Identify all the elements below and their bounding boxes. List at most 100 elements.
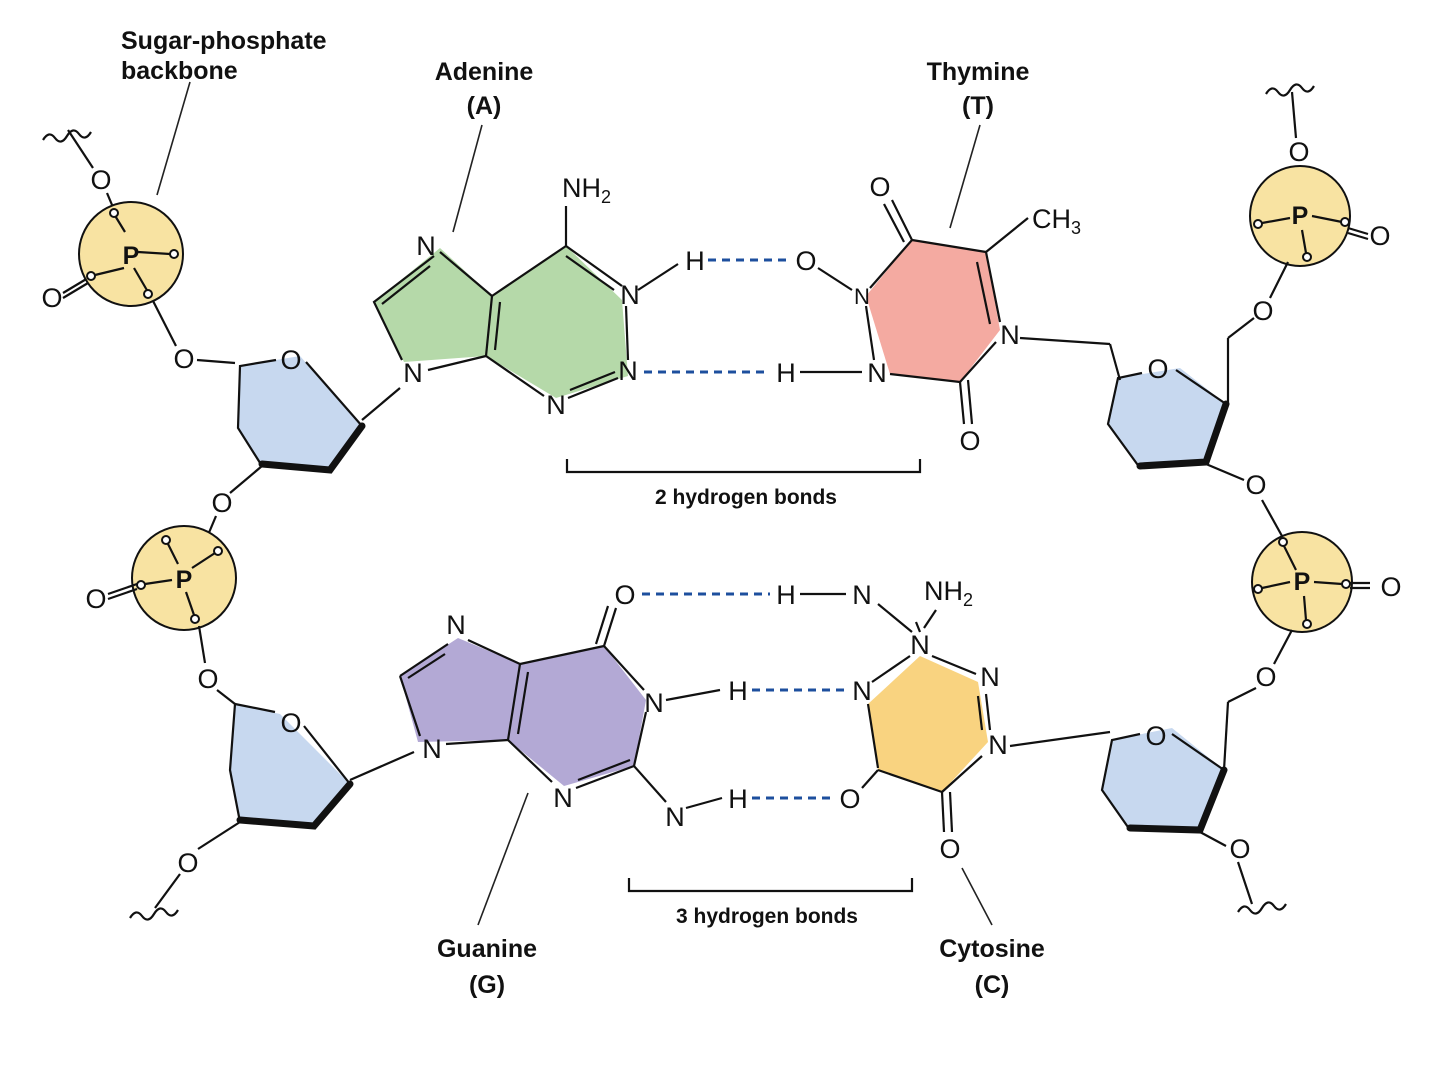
- sugar-bottom-right: [1100, 728, 1228, 834]
- atom-o: O: [280, 345, 301, 375]
- atom-o: O: [211, 488, 232, 518]
- wavy-end-top-left: [42, 129, 92, 143]
- wavy-end-bottom-left: [129, 907, 179, 921]
- atom-n: N: [422, 734, 442, 764]
- atom-n: N: [1000, 320, 1020, 350]
- atom-o: O: [90, 165, 111, 195]
- atom-n: N: [618, 356, 638, 386]
- atom-n: N: [867, 358, 887, 388]
- atom-n: N: [416, 231, 436, 261]
- guanine-five-ring: [400, 638, 520, 742]
- atom-o: O: [173, 344, 194, 374]
- sugar-bottom-left: [228, 702, 354, 830]
- bracket-gc: [627, 878, 914, 893]
- atom-o: O: [795, 246, 816, 276]
- sugar-top-right: [1106, 368, 1230, 470]
- atom-n: N: [403, 358, 423, 388]
- cytosine-ring: [868, 656, 988, 792]
- guanine-six-ring: [508, 646, 646, 786]
- atom-n: N: [988, 730, 1008, 760]
- label-guanine-abbr: (G): [469, 971, 505, 999]
- atom-o: O: [1245, 470, 1266, 500]
- label-thymine-abbr: (T): [962, 92, 994, 120]
- atom-o: O: [1145, 721, 1166, 751]
- amine-group: NH2: [924, 576, 973, 610]
- label-thymine: Thymine: [927, 58, 1030, 86]
- atom-n: N: [910, 630, 930, 660]
- amine-group: NH2: [562, 173, 611, 207]
- wavy-end-top-right: [1265, 83, 1315, 97]
- atom-h: H: [776, 580, 796, 610]
- label-backbone-line1: Sugar-phosphate: [121, 27, 327, 55]
- atom-n: N: [446, 610, 466, 640]
- label-adenine: Adenine: [435, 58, 534, 86]
- label-cytosine: Cytosine: [939, 935, 1045, 963]
- hydrogen-bonds-gc: [642, 592, 848, 800]
- deoxyribose-ring: [230, 704, 350, 828]
- thymine-ring: [866, 240, 1000, 382]
- phosphate-mid-right: P: [1251, 531, 1353, 633]
- phosphorus-label: P: [1294, 568, 1311, 596]
- atom-n: N: [852, 580, 872, 610]
- phosphate-top-left: P: [78, 201, 184, 307]
- atom-o: O: [869, 172, 890, 202]
- atom-n: N: [854, 284, 870, 309]
- adenine-five-ring: [374, 248, 492, 362]
- atom-n: N: [546, 390, 566, 420]
- hydrogen-bonds-at: [644, 258, 792, 374]
- atom-n: N: [852, 676, 872, 706]
- phosphorus-label: P: [176, 566, 193, 594]
- adenine-six-ring: [486, 246, 628, 398]
- label-2-hydrogen-bonds: 2 hydrogen bonds: [655, 486, 837, 509]
- wavy-end-bottom-right: [1237, 901, 1287, 915]
- atom-o: O: [939, 834, 960, 864]
- deoxyribose-ring: [1102, 728, 1224, 832]
- label-3-hydrogen-bonds: 3 hydrogen bonds: [676, 905, 858, 928]
- label-guanine: Guanine: [437, 935, 537, 963]
- atom-o: O: [197, 664, 218, 694]
- phosphate-top-right: P: [1249, 165, 1351, 267]
- sugar-top-left: [236, 356, 366, 474]
- atom-n: N: [665, 802, 685, 832]
- deoxyribose-ring: [1108, 368, 1226, 468]
- guanine-base: N N N N N O H H: [398, 580, 748, 832]
- atom-o: O: [839, 784, 860, 814]
- phosphate-circle: [131, 525, 237, 631]
- atom-h: H: [685, 246, 705, 276]
- label-backbone-line2: backbone: [121, 57, 238, 85]
- cytosine-base: N N N N N NH2 H O O: [776, 576, 1111, 864]
- atom-o: O: [1288, 137, 1309, 167]
- atom-o: O: [85, 584, 106, 614]
- atom-h: H: [728, 676, 748, 706]
- atom-n: N: [980, 662, 1000, 692]
- atom-o: O: [1369, 221, 1390, 251]
- atom-o: O: [959, 426, 980, 456]
- atom-o: O: [614, 580, 635, 610]
- bracket-at: [565, 459, 922, 474]
- phosphorus-label: P: [123, 242, 140, 270]
- backbone-oxygens: O O O O O O O O O O O O O O O O O O: [41, 137, 1401, 878]
- methyl-group: CH3: [1032, 204, 1081, 238]
- atom-o: O: [1380, 572, 1401, 602]
- atom-o: O: [1255, 662, 1276, 692]
- atom-n: N: [553, 783, 573, 813]
- label-cytosine-abbr: (C): [975, 971, 1010, 999]
- atom-o: O: [177, 848, 198, 878]
- atom-o: O: [41, 283, 62, 313]
- phosphorus-label: P: [1292, 202, 1309, 230]
- atom-o: O: [1252, 296, 1273, 326]
- atom-n: N: [620, 280, 640, 310]
- atom-o: O: [1147, 354, 1168, 384]
- thymine-base: O CH3 O N N N H O: [776, 172, 1111, 456]
- phosphate-mid-left: P: [131, 525, 237, 631]
- atom-h: H: [728, 784, 748, 814]
- atom-o: O: [280, 708, 301, 738]
- phosphate-circle: [78, 201, 184, 307]
- atom-h: H: [776, 358, 796, 388]
- adenine-base: N N N N N NH2 H: [372, 173, 705, 420]
- label-adenine-abbr: (A): [467, 92, 502, 120]
- atom-o: O: [1229, 834, 1250, 864]
- deoxyribose-ring: [238, 356, 362, 472]
- atom-n: N: [644, 688, 664, 718]
